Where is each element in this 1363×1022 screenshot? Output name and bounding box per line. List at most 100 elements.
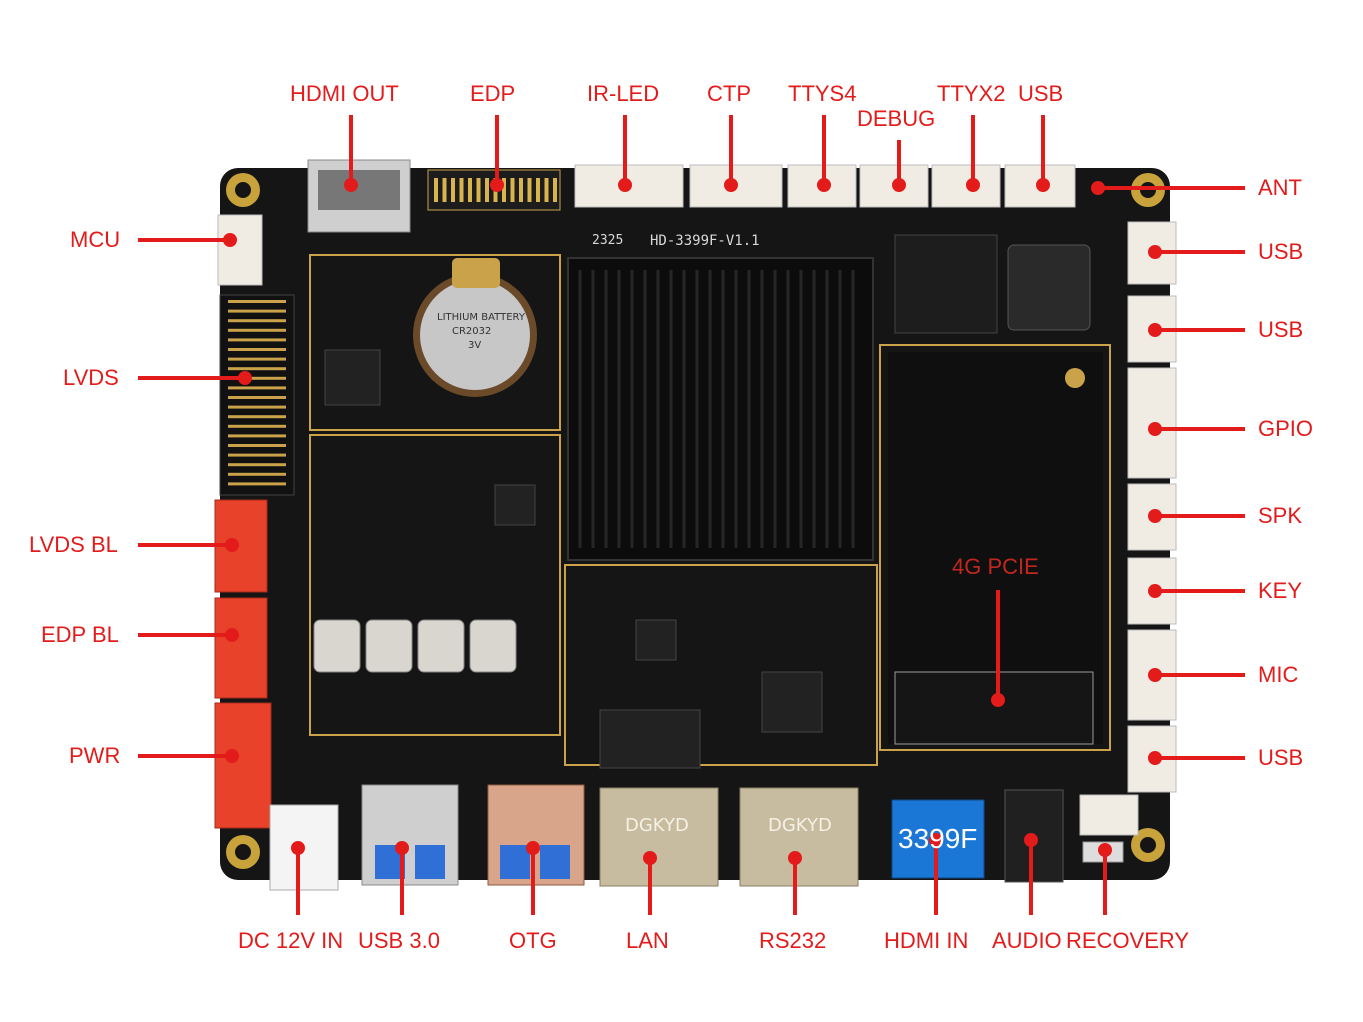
edp-pin — [510, 178, 515, 202]
callout-ttys4: TTYS4 — [788, 81, 857, 106]
lvds-pin — [228, 472, 286, 476]
edp-pin — [544, 178, 549, 202]
callout-key: KEY — [1258, 578, 1303, 603]
lvds-pin — [228, 424, 286, 428]
wifi-module — [1007, 244, 1091, 331]
leader-dot — [1148, 245, 1162, 259]
callout-usb-right-2: USB — [1258, 317, 1304, 342]
lvds-pin — [228, 309, 286, 313]
lvds-pin — [228, 328, 286, 332]
recovery-button — [1079, 794, 1139, 836]
lvds-pin — [228, 434, 286, 438]
callout-debug: DEBUG — [857, 106, 936, 131]
battery-line-3: 3V — [468, 340, 482, 351]
leader-dot — [344, 178, 358, 192]
callout-hdmi-in: HDMI IN — [884, 928, 969, 953]
lvds-pin — [228, 386, 286, 390]
callout-otg: OTG — [509, 928, 557, 953]
leader-dot — [490, 178, 504, 192]
callout-usb-top: USB — [1018, 81, 1064, 106]
callout-mcu: MCU — [70, 227, 121, 252]
edp-pin — [459, 178, 464, 202]
callout-recovery: RECOVERY — [1066, 928, 1190, 953]
lvds-pin — [228, 453, 286, 457]
leader-dot — [1024, 833, 1038, 847]
lvds-pin — [228, 396, 286, 399]
leader-dot — [929, 833, 943, 847]
pcie-module-label: 4G PCIE — [952, 554, 1039, 579]
edp-pin — [476, 178, 481, 202]
rs232-brand: DGKYD — [768, 815, 832, 836]
callout-lvds: LVDS — [63, 365, 119, 390]
mcu-connector — [217, 214, 263, 286]
leader-dot — [1091, 181, 1105, 195]
board-silk-model: HD-3399F-V1.1 — [650, 233, 760, 249]
lvds-pin — [228, 482, 286, 486]
lvds-pin — [228, 444, 286, 447]
hdmi-in-badge: 3399F — [898, 823, 978, 854]
callout-ir-led: IR-LED — [587, 81, 660, 106]
inductors — [313, 619, 517, 673]
edp-pin — [442, 178, 447, 202]
leader-dot — [788, 851, 802, 865]
lvds-pin — [228, 300, 286, 303]
callout-ant: ANT — [1258, 175, 1302, 200]
leader-dot — [817, 178, 831, 192]
lvds-pin — [228, 367, 286, 371]
leader-dot — [966, 178, 980, 192]
lan-jack — [599, 787, 719, 887]
callout-audio: AUDIO — [992, 928, 1062, 953]
edp-pin — [536, 178, 540, 202]
callout-usb-right-1: USB — [1258, 239, 1304, 264]
lan-brand: DGKYD — [625, 815, 689, 836]
leader-dot — [238, 371, 252, 385]
leader-dot — [724, 178, 738, 192]
edp-pin — [502, 178, 506, 202]
lvds-pin — [228, 348, 286, 351]
callout-gpio: GPIO — [1258, 416, 1314, 441]
leader-dot — [223, 233, 237, 247]
callout-usb3: USB 3.0 — [358, 928, 440, 953]
edp-pin — [485, 178, 489, 202]
leader-dot — [1148, 422, 1162, 436]
right-connectors — [1127, 221, 1177, 793]
callout-ttyx2: TTYX2 — [937, 81, 1006, 106]
leader-dot — [991, 693, 1005, 707]
callout-rs232: RS232 — [759, 928, 827, 953]
battery-line-2: CR2032 — [452, 326, 492, 337]
edp-pin — [553, 178, 557, 202]
lvds-pin — [228, 405, 286, 409]
callout-lvds-bl: LVDS BL — [29, 532, 118, 557]
leader-dot — [526, 841, 540, 855]
rs232-jack — [739, 787, 859, 887]
leader-dot — [892, 178, 906, 192]
callout-spk: SPK — [1258, 503, 1303, 528]
callout-edp-bl: EDP BL — [41, 622, 119, 647]
section-outlines — [309, 254, 1111, 766]
callout-dc-in: DC 12V IN — [238, 928, 344, 953]
lvds-pin — [228, 463, 286, 467]
callout-pwr: PWR — [69, 743, 121, 768]
leader-dot — [1036, 178, 1050, 192]
leader-dot — [1148, 751, 1162, 765]
leader-dot — [291, 841, 305, 855]
callout-ctp: CTP — [707, 81, 751, 106]
misc-chips — [324, 349, 823, 769]
battery-line-1: LITHIUM BATTERY — [437, 312, 525, 323]
callout-mic: MIC — [1258, 662, 1299, 687]
emmc-chip — [894, 234, 998, 334]
board-silk-prefix: 2325 — [592, 233, 624, 248]
pcie-slot — [894, 671, 1094, 745]
edp-pin — [451, 178, 455, 202]
lvds-pin — [228, 357, 286, 361]
callout-edp: EDP — [470, 81, 516, 106]
leader-dot — [1148, 668, 1162, 682]
edp-pin — [527, 178, 532, 202]
leader-dot — [225, 538, 239, 552]
leader-dot — [618, 178, 632, 192]
edp-pin — [434, 178, 438, 202]
leader-dot — [395, 841, 409, 855]
callout-lan: LAN — [626, 928, 669, 953]
